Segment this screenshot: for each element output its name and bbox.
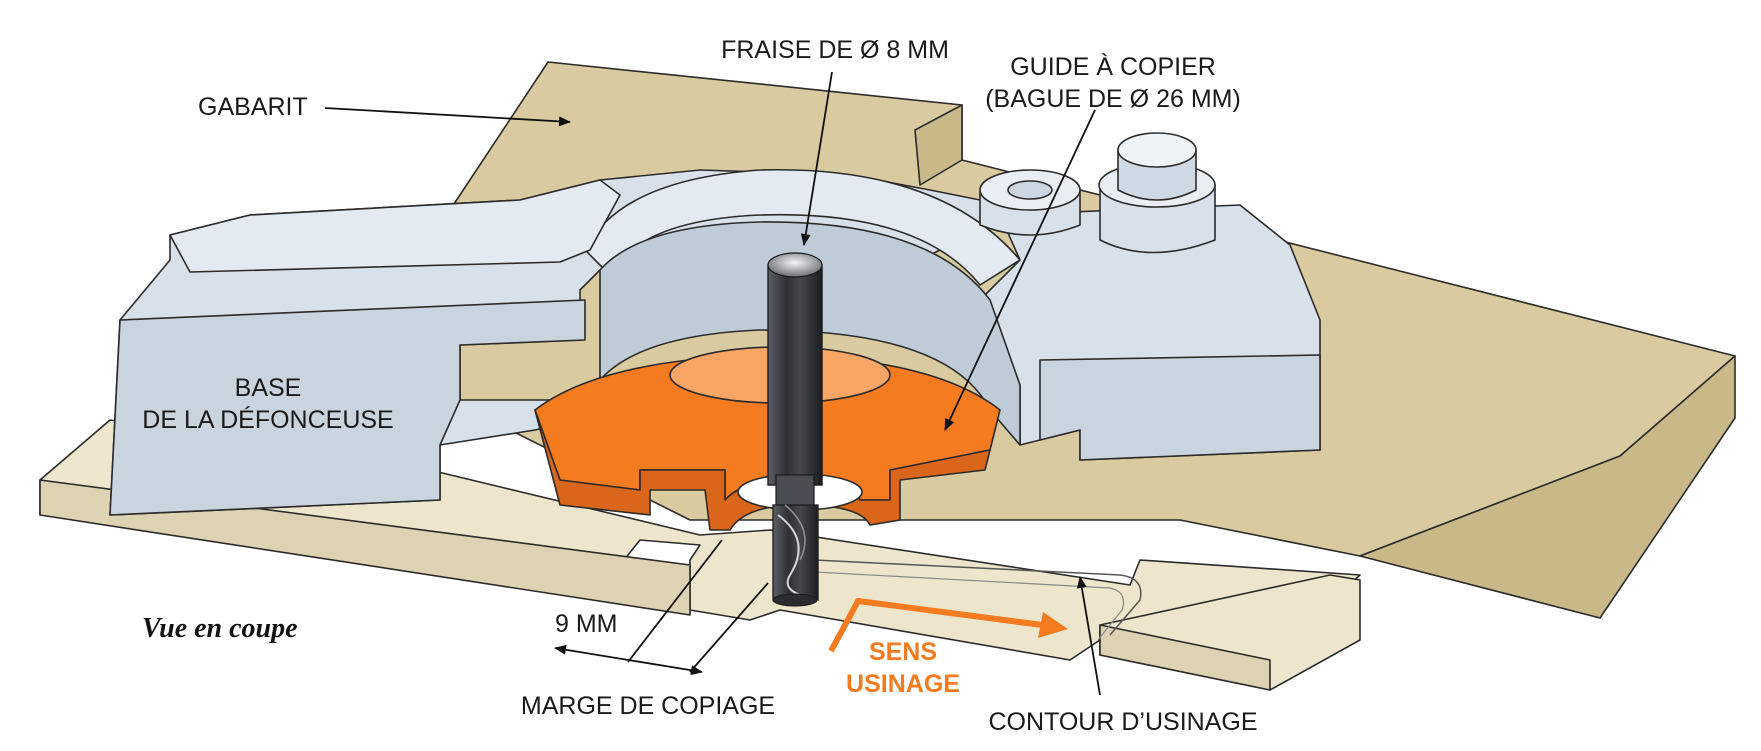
- router-bit-top: [767, 252, 823, 278]
- margin-leader-line-right: [689, 582, 769, 673]
- base-label-line2: DE LA DÉFONCEUSE: [142, 405, 393, 434]
- template-label: GABARIT: [198, 93, 308, 121]
- margin-dimension-line: [554, 644, 703, 676]
- machining-direction-arrow: [828, 598, 1068, 653]
- workpiece-right-front: [1099, 624, 1271, 691]
- contour-leader-line: [1076, 576, 1101, 696]
- router-base-boss: [979, 169, 1081, 236]
- dimension-label: 9 MM: [555, 610, 618, 638]
- bit-leader-line: [800, 71, 833, 246]
- router-base-right-front: [1039, 354, 1321, 461]
- guide-label-line1: GUIDE À COPIER: [1010, 52, 1216, 81]
- template-right-side: [1359, 355, 1736, 619]
- bit-label: FRAISE DE Ø 8 MM: [721, 36, 949, 64]
- router-bit: [767, 252, 823, 607]
- router-bit-shank: [767, 264, 823, 486]
- guide-leader-line: [944, 109, 1096, 431]
- contour-label: CONTOUR D’USINAGE: [988, 708, 1257, 736]
- router-base-knob: [1098, 132, 1216, 254]
- machining-contour-line-inner: [814, 571, 1125, 641]
- template-leader-line: [324, 107, 571, 127]
- view-caption: Vue en coupe: [142, 613, 298, 644]
- guide-label-line2: (BAGUE DE Ø 26 MM): [985, 85, 1241, 113]
- router-base-cutaway-wall: [599, 221, 1021, 446]
- base-label-line1: BASE: [235, 374, 302, 402]
- router-bit-flute: [772, 504, 819, 601]
- template-back-side: [914, 104, 963, 186]
- direction-label-line1: SENS: [869, 638, 937, 666]
- router-bit-collar: [775, 474, 815, 508]
- router-base-raised-step: [169, 179, 621, 273]
- router-base: [109, 132, 1321, 516]
- router-base-front-face: [109, 299, 586, 516]
- margin-label: MARGE DE COPIAGE: [521, 692, 775, 720]
- margin-leader-line-left: [627, 539, 723, 663]
- machining-contour-line: [814, 559, 1142, 636]
- direction-label-line2: USINAGE: [846, 670, 960, 698]
- workpiece-front-side: [39, 479, 691, 616]
